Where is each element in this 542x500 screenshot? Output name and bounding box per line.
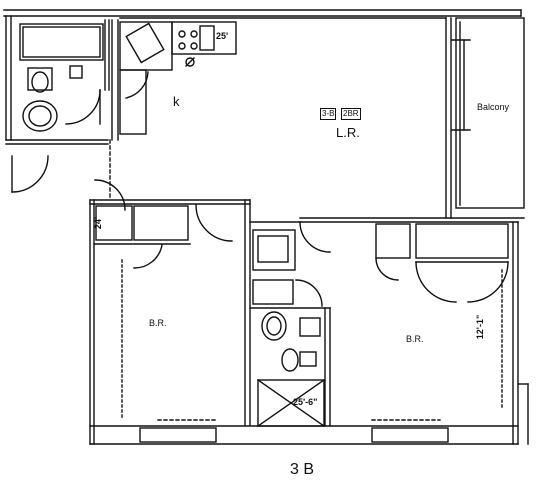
- bedroom-count-tag: 2BR: [341, 108, 361, 120]
- center-bath: [249, 221, 331, 427]
- bedroom-left-walls: [89, 179, 251, 445]
- outer-wall-bottom: [89, 383, 529, 445]
- bedroom-right-dimension: 12'-1": [475, 314, 486, 340]
- outer-wall-top: [3, 9, 522, 17]
- unit-tag: 3-B: [320, 108, 337, 120]
- closet-dimension: 24': [93, 216, 104, 230]
- kitchen-counters: [109, 19, 237, 201]
- bedroom-left-label: B.R.: [149, 318, 167, 328]
- bathroom-top-left: [19, 19, 110, 132]
- balcony-label: Balcony: [477, 102, 510, 112]
- living-room-label: L.R.: [336, 125, 360, 140]
- balcony-area: [450, 17, 525, 219]
- bath-dimension: 25'-6": [293, 397, 318, 407]
- kitchen-counter-dimension: 25': [216, 31, 229, 41]
- outer-wall-left: [5, 15, 109, 145]
- entry-door: [11, 155, 49, 193]
- bedroom-right-label: B.R.: [406, 334, 424, 344]
- living-room-wall: [119, 17, 452, 219]
- kitchen-label: k: [173, 94, 180, 109]
- unit-label: 3 B: [290, 461, 315, 478]
- bedroom-right-walls: [299, 217, 519, 445]
